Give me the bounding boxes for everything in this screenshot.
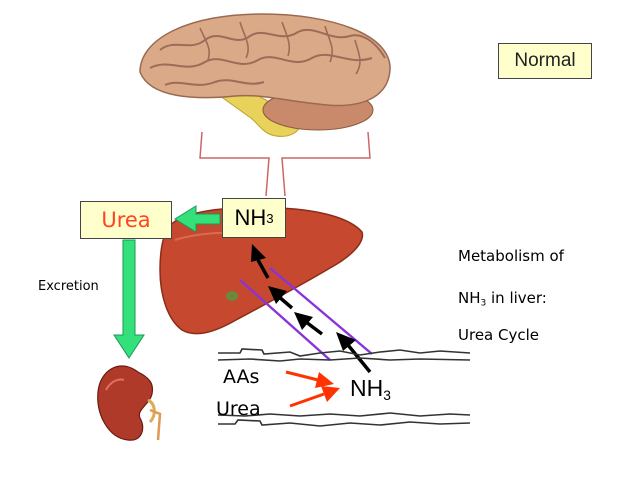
aas-label: AAs — [223, 366, 260, 388]
caption-line-3: Urea Cycle — [458, 326, 539, 344]
nh3-intestine-subscript: 3 — [383, 388, 391, 404]
urea-intestine-label: Urea — [216, 398, 261, 420]
excretion-label: Excretion — [38, 279, 99, 294]
caption-line-1: Metabolism of — [458, 247, 564, 265]
red-arrows — [285, 370, 340, 408]
status-normal-label: Normal — [498, 43, 592, 79]
green-arrows — [113, 205, 221, 359]
urea-box: Urea — [80, 201, 172, 239]
intestine-icon — [217, 348, 471, 427]
excretion-arrow — [113, 239, 145, 359]
kidney-icon — [97, 365, 162, 441]
connector-vessel — [199, 131, 371, 197]
status-text: Normal — [514, 50, 576, 71]
nh3-to-urea-arrow — [174, 205, 221, 233]
caption-nh3-subscript: 3 — [480, 298, 487, 309]
nh3-liver-text: NH — [234, 205, 267, 230]
caption-nh3-text: NH — [458, 289, 481, 307]
caption-in-liver: in liver: — [486, 289, 547, 307]
caption-line-2: NH3 in liver: — [458, 289, 547, 309]
nh3-intestine-text: NH — [350, 375, 384, 401]
nh3-liver-subscript: 3 — [266, 210, 274, 226]
nh3-intestine-label: NH3 — [350, 375, 391, 403]
urea-box-label: Urea — [101, 208, 151, 232]
brain-icon — [139, 13, 391, 137]
